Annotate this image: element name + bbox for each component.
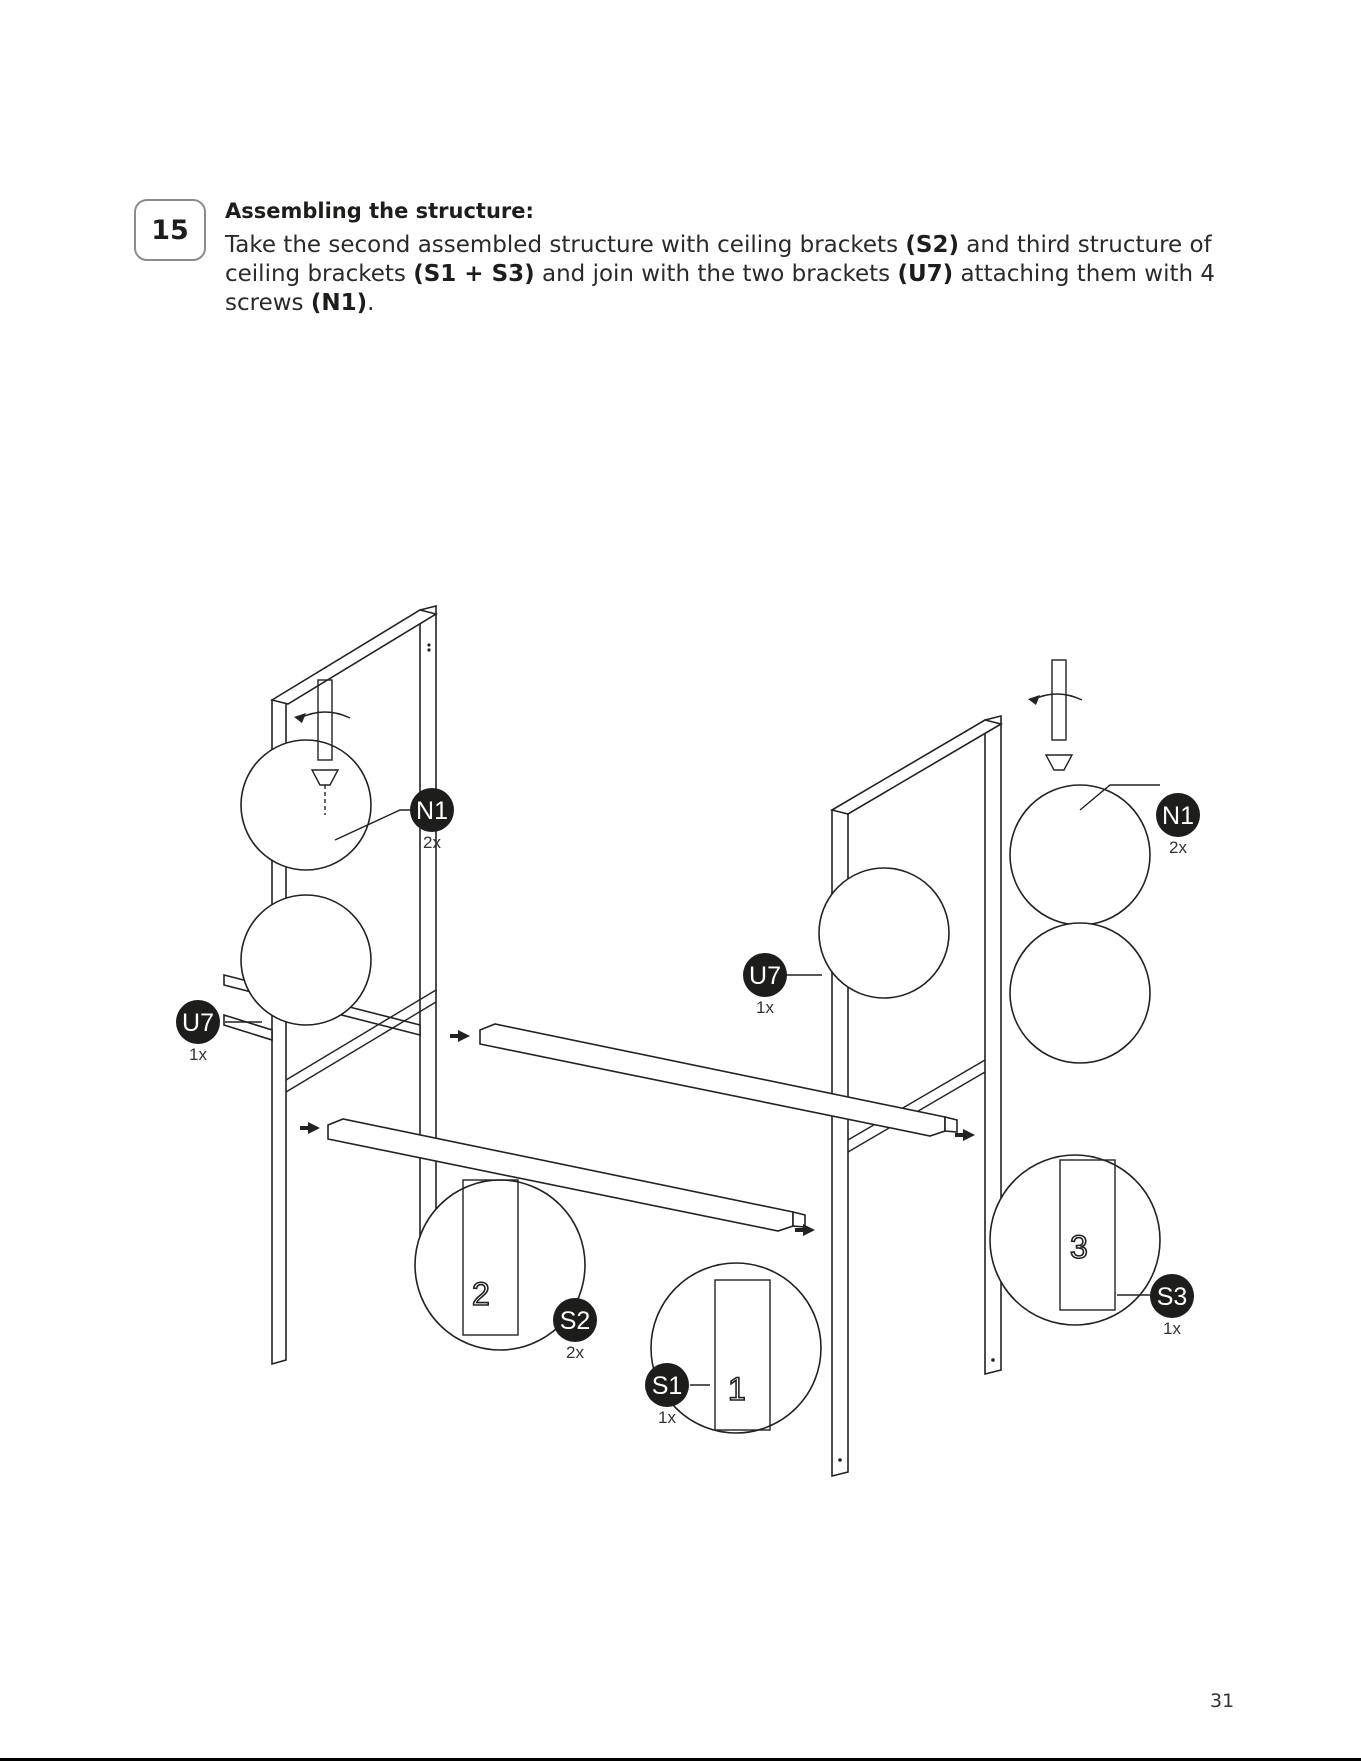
detail-circle-n1-left (241, 740, 371, 870)
instruction-text: and join with the two brackets (535, 261, 898, 287)
leg-mark-1: 1 (728, 1371, 746, 1407)
svg-text:1x: 1x (658, 1408, 676, 1427)
callout-u7-right: U7 1x (743, 953, 787, 1017)
svg-text:U7: U7 (182, 1009, 214, 1037)
screwdriver-icon (1028, 660, 1082, 770)
part-ref-s1-s3: (S1 + S3) (413, 261, 534, 287)
right-frame (832, 716, 1001, 1476)
svg-text:S2: S2 (560, 1307, 591, 1335)
u7-rail-upper (450, 1024, 975, 1141)
leg-mark-3: 3 (1070, 1229, 1088, 1265)
page-number: 31 (1210, 1690, 1234, 1712)
detail-circle-rail-right (1010, 923, 1150, 1063)
callout-s1: S1 1x (645, 1363, 689, 1427)
detail-circle-u7-left (241, 895, 371, 1025)
instruction-text: . (367, 290, 374, 316)
step-instructions: Take the second assembled structure with… (225, 231, 1245, 318)
instruction-text: Take the second assembled structure with… (225, 232, 905, 258)
callout-s2: S2 2x (553, 1298, 597, 1362)
detail-circle-u7-right (819, 868, 949, 998)
svg-text:S1: S1 (652, 1372, 683, 1400)
leg-mark-2: 2 (472, 1276, 490, 1312)
detail-circle-s1 (651, 1263, 821, 1433)
svg-text:U7: U7 (749, 962, 781, 990)
svg-text:1x: 1x (189, 1045, 207, 1064)
callout-n1-right: N1 2x (1156, 793, 1200, 857)
svg-text:2x: 2x (566, 1343, 584, 1362)
part-ref-u7: (U7) (897, 261, 953, 287)
part-ref-n1: (N1) (311, 290, 367, 316)
svg-text:2x: 2x (423, 833, 441, 852)
assembly-illustration: 2 1 3 N1 2x N1 2x U7 1x U7 1x S2 2x S1 1… (0, 560, 1361, 1490)
svg-text:S3: S3 (1157, 1283, 1188, 1311)
callout-u7-left: U7 1x (176, 1000, 220, 1064)
callout-s3: S3 1x (1150, 1274, 1194, 1338)
callout-n1-left: N1 2x (410, 788, 454, 852)
svg-text:1x: 1x (756, 998, 774, 1017)
part-ref-s2: (S2) (905, 232, 959, 258)
step-number-badge: 15 (134, 199, 206, 261)
step-title: Assembling the structure: (225, 199, 534, 223)
svg-text:N1: N1 (1162, 802, 1194, 830)
detail-circle-n1-right (1010, 785, 1150, 925)
svg-text:N1: N1 (416, 797, 448, 825)
svg-text:2x: 2x (1169, 838, 1187, 857)
step-number: 15 (151, 215, 189, 246)
svg-text:1x: 1x (1163, 1319, 1181, 1338)
